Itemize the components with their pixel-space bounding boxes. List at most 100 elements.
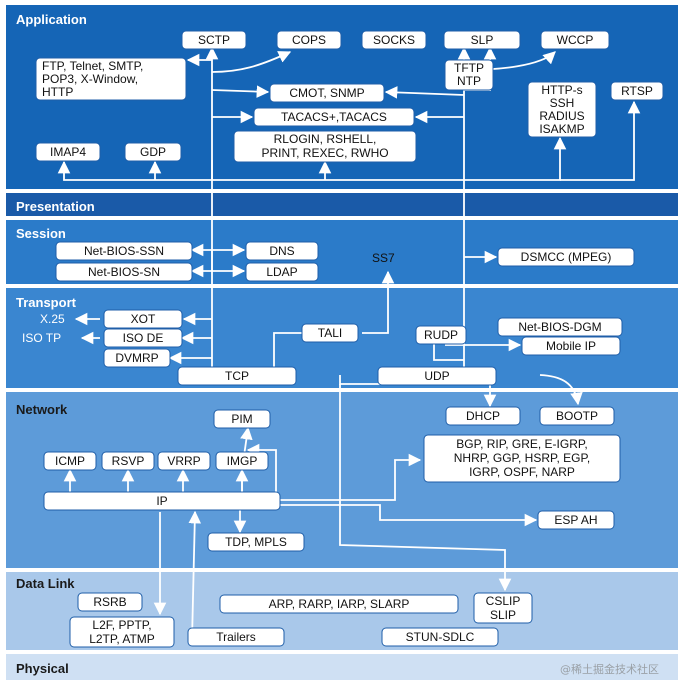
netbios-dgm-label: Net-BIOS-DGM [518,320,601,334]
presentation-layer-band [6,193,678,216]
tdp-mpls-label: TDP, MPLS [225,535,287,549]
ftp-group-line-2: POP3, X-Window, [42,72,138,86]
ip-label: IP [156,494,167,508]
watermark-text: @稀土掘金技术社区 [560,662,659,676]
http-s-label: HTTP-s [541,83,582,97]
ldap-box [245,262,319,282]
tali-box [301,323,359,343]
udp-box [377,366,497,386]
dhcp-label: DHCP [466,409,500,423]
rtsp-box [610,81,664,101]
socks-box [361,30,427,50]
dvmrp-label: DVMRP [115,351,158,365]
wccp-label: WCCP [557,33,594,47]
ftp-group-line-3: HTTP [42,85,73,99]
tcp-box [177,366,297,386]
gdp-box [124,142,182,162]
session-layer-title: Session [16,226,66,241]
connector-lines [57,46,641,641]
imap4-box [35,142,101,162]
x25-label: X.25 [40,312,65,326]
ss7-label: SS7 [372,251,395,265]
netbios-sn-label: Net-BIOS-SN [88,265,160,279]
cmot-snmp-box [269,83,385,103]
arp-group-box [219,594,459,614]
rudp-label: RUDP [424,328,458,342]
cmot-snmp-label: CMOT, SNMP [289,86,364,100]
routing-group-line-3: IGRP, OSPF, NARP [469,465,575,479]
rsvp-box [101,451,155,471]
rlogin-group-box [233,130,417,163]
dns-label: DNS [269,244,294,258]
routing-group-line-2: NHRP, GGP, HSRP, EGP, [454,451,591,465]
rlogin-group-line-2: PRINT, REXEC, RWHO [261,146,388,160]
mobile-ip-box [521,336,621,356]
esp-ah-label: ESP AH [554,513,597,527]
icmp-box [43,451,97,471]
tacacs-box [253,107,415,127]
vrrp-label: VRRP [167,454,200,468]
cslip-label: CSLIP [486,594,521,608]
physical-layer-title: Physical [16,661,69,676]
tacacs-label: TACACS+,TACACS [281,110,387,124]
ftp-group-line-1: FTP, Telnet, SMTP, [42,59,143,73]
iso-de-label: ISO DE [123,331,164,345]
tali-label: TALI [318,326,342,340]
netbios-sn-box [55,262,193,282]
tftp-ntp-box [444,59,494,91]
ssh-label: SSH [550,96,575,110]
slp-box [443,30,521,50]
cops-label: COPS [292,33,326,47]
imgp-label: IMGP [227,454,258,468]
application-layer-title: Application [16,12,87,27]
ntp-label: NTP [457,74,481,88]
rsvp-label: RSVP [112,454,145,468]
rudp-box [415,325,467,345]
arp-group-label: ARP, RARP, IARP, SLARP [269,597,410,611]
application-protocols: SCTP COPS SOCKS SLP WCCP FTP, Telnet, SM… [35,30,664,163]
esp-ah-box [537,510,615,530]
slip-label: SLIP [490,608,516,622]
http-s-group-box [527,81,597,138]
l2f-group-line-1: L2F, PPTP, [92,618,151,632]
pim-label: PIM [231,412,252,426]
udp-label: UDP [424,369,449,383]
routing-group-line-1: BGP, RIP, GRE, E-IGRP, [456,437,587,451]
stun-sdlc-box [381,627,499,647]
gdp-label: GDP [140,145,166,159]
vrrp-box [157,451,211,471]
network-layer-title: Network [16,402,68,417]
rlogin-group-line-1: RLOGIN, RSHELL, [274,132,377,146]
stun-sdlc-label: STUN-SDLC [406,630,475,644]
radius-label: RADIUS [539,109,584,123]
ldap-label: LDAP [266,265,297,279]
imap4-label: IMAP4 [50,145,86,159]
trailers-box [187,627,285,647]
tftp-label: TFTP [454,61,484,75]
sctp-label: SCTP [198,33,230,47]
datalink-protocols: RSRB ARP, RARP, IARP, SLARP CSLIP SLIP L… [69,592,533,648]
dsmcc-box [497,247,635,267]
netbios-ssn-label: Net-BIOS-SSN [84,244,164,258]
dsmcc-label: DSMCC (MPEG) [521,250,612,264]
xot-label: XOT [131,312,156,326]
routing-group-box [423,434,621,483]
cslip-slip-box [473,592,533,624]
iso-tp-label: ISO TP [22,331,61,345]
mobile-ip-label: Mobile IP [546,339,596,353]
presentation-layer-title: Presentation [16,199,95,214]
dvmrp-box [103,348,171,368]
dhcp-box [445,406,521,426]
l2f-group-box [69,616,175,648]
rsrb-label: RSRB [93,595,126,609]
rtsp-label: RTSP [621,84,653,98]
dns-box [245,241,319,261]
socks-label: SOCKS [373,33,415,47]
xot-box [103,309,183,329]
netbios-ssn-box [55,241,193,261]
l2f-group-line-2: L2TP, ATMP [89,632,155,646]
cops-box [276,30,342,50]
icmp-label: ICMP [55,454,85,468]
wccp-box [540,30,610,50]
